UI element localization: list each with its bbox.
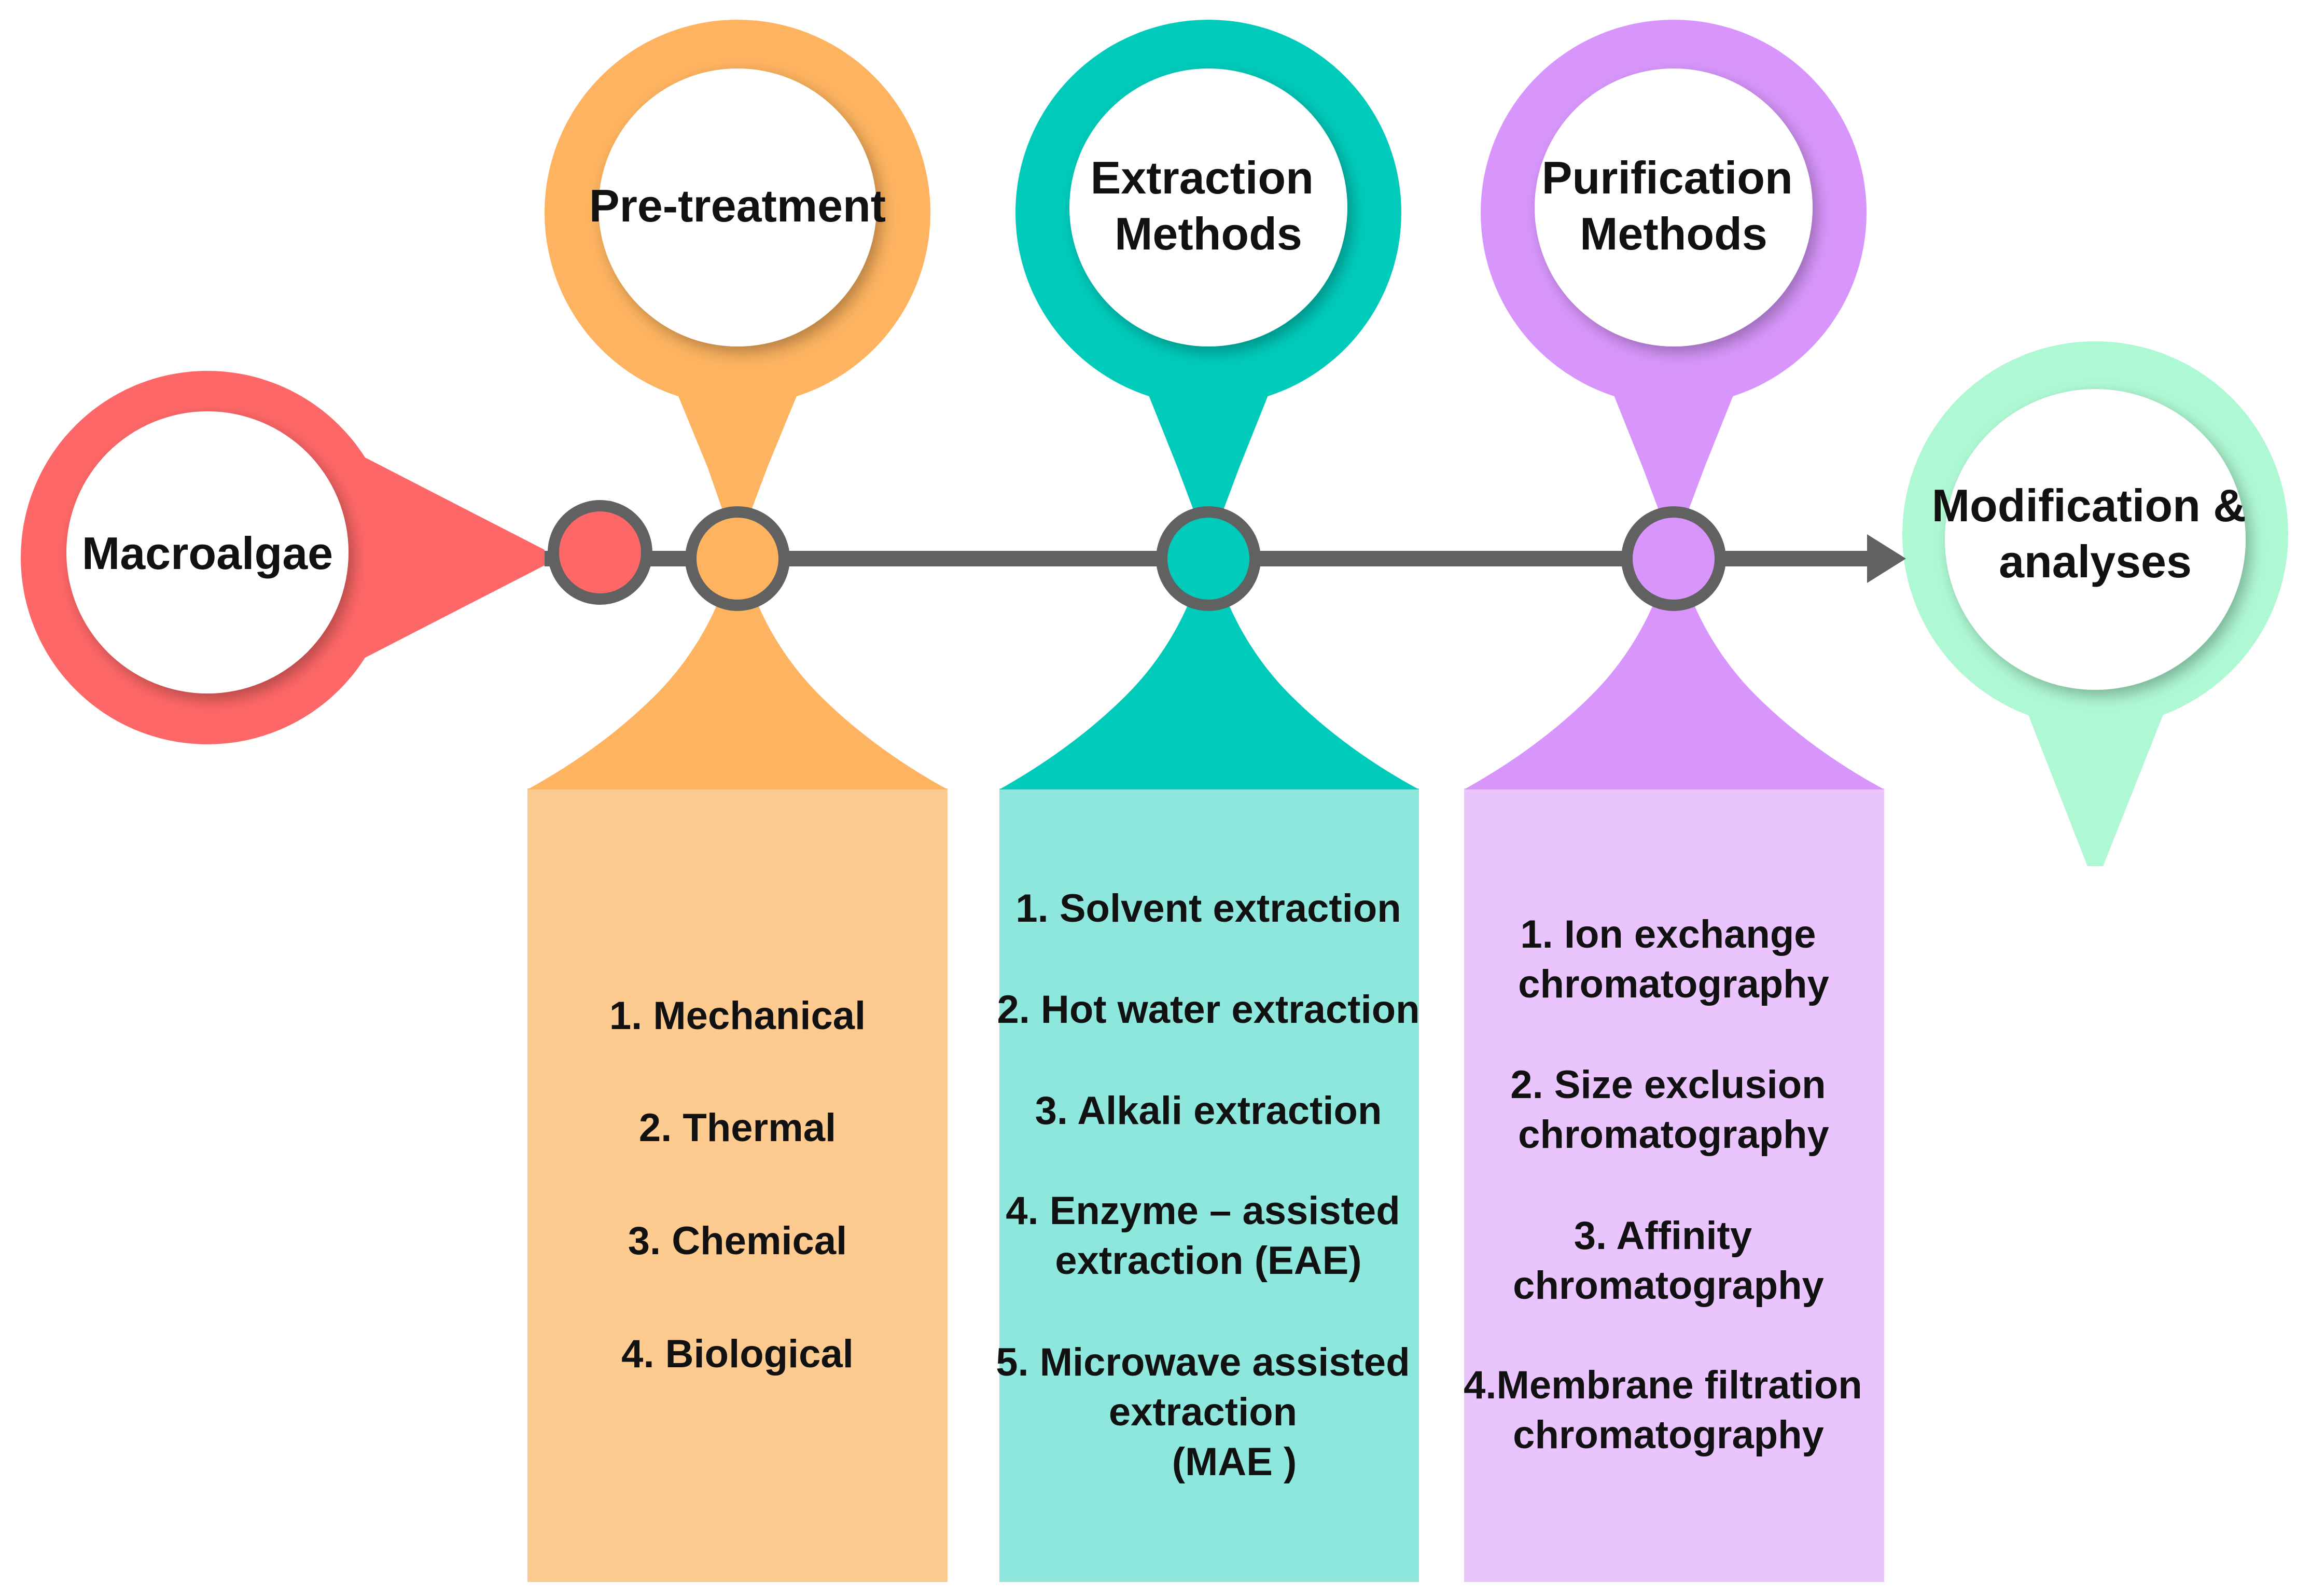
modification-label: Modification & analyses (1932, 480, 2259, 587)
extraction-item: 2. Hot water extraction (997, 988, 1419, 1032)
macroalgae-marker (548, 500, 652, 605)
macroalgae-label: Macroalgae (82, 528, 333, 579)
modification-inner-circle (1945, 389, 2246, 690)
pretreatment-marker (685, 506, 790, 611)
pretreatment-label: Pre-treatment (589, 180, 886, 231)
pretreatment-item: 3. Chemical (628, 1219, 847, 1263)
extraction-label: Extraction Methods (1091, 152, 1327, 259)
extraction-item: 1. Solvent extraction (1015, 886, 1401, 931)
pretreatment-item: 1. Mechanical (609, 994, 866, 1038)
purification-item: 1. Ion exchange chromatography (1518, 912, 1829, 1006)
extraction-item: 5. Microwave assisted extraction (MAE ) (996, 1340, 1421, 1484)
macroalgae-inner-circle (66, 411, 349, 693)
pretreatment-item: 4. Biological (621, 1332, 854, 1376)
timeline-arrowhead (1867, 534, 1906, 583)
purification-item: 3. Affinity chromatography (1513, 1214, 1824, 1308)
purification-inner-circle (1535, 68, 1813, 346)
purification-item: 2. Size exclusion chromatography (1510, 1063, 1836, 1157)
purification-label: Purification Methods (1542, 152, 1806, 259)
extraction-item: 3. Alkali extraction (1035, 1089, 1382, 1133)
extraction-inner-circle (1069, 68, 1347, 346)
purification-marker (1621, 506, 1726, 611)
extraction-methods-box (999, 788, 1419, 1582)
pretreatment-item: 2. Thermal (639, 1106, 836, 1150)
extraction-item: 4. Enzyme – assisted extraction (EAE) (1006, 1189, 1411, 1283)
purification-item: 4.Membrane filtration chromatography (1464, 1363, 1873, 1457)
extraction-marker (1156, 506, 1261, 611)
pretreatment-inner-circle (598, 68, 876, 346)
purification-methods-box (1464, 788, 1884, 1582)
pretreatment-box (527, 788, 948, 1582)
